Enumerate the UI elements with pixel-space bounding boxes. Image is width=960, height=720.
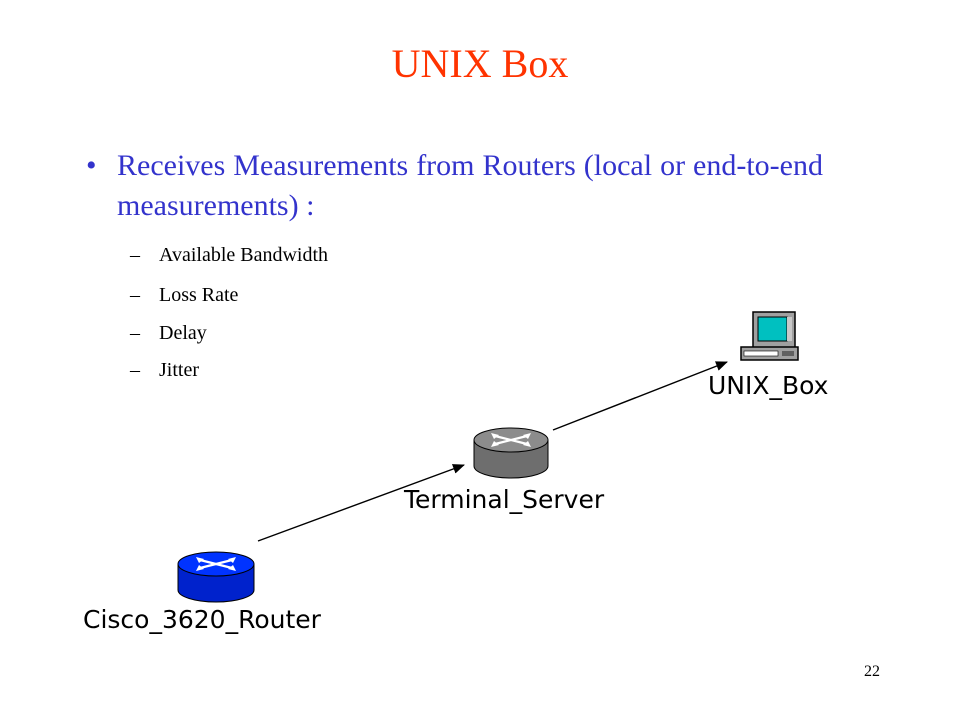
sub-item-loss-rate: –Loss Rate bbox=[130, 283, 238, 307]
node-label-cisco-router: Cisco_3620_Router bbox=[83, 605, 321, 634]
computer-icon bbox=[740, 311, 799, 361]
sub-item-label: Loss Rate bbox=[159, 284, 239, 306]
sub-item-dash: – bbox=[130, 244, 140, 266]
sub-item-label: Delay bbox=[159, 322, 207, 344]
sub-item-available-bandwidth: –Available Bandwidth bbox=[130, 243, 328, 267]
bullet-dot-icon: • bbox=[86, 149, 97, 182]
slide-title: UNIX Box bbox=[391, 41, 569, 86]
sub-item-dash: – bbox=[130, 284, 140, 306]
router-icon bbox=[177, 551, 255, 603]
sub-item-label: Jitter bbox=[159, 359, 199, 381]
node-label-terminal-server: Terminal_Server bbox=[404, 485, 605, 514]
sub-item-label: Available Bandwidth bbox=[159, 244, 329, 266]
sub-item-dash: – bbox=[130, 322, 140, 344]
sub-item-jitter: –Jitter bbox=[130, 358, 199, 382]
node-label-unix-box: UNIX_Box bbox=[708, 371, 829, 400]
sub-item-delay: –Delay bbox=[130, 321, 207, 345]
sub-item-dash: – bbox=[130, 359, 140, 381]
page-number: 22 bbox=[864, 663, 880, 680]
edge-cisco-to-terminal bbox=[257, 464, 465, 542]
bullet-text: Receives Measurements from Routers (loca… bbox=[117, 149, 823, 222]
router-icon bbox=[473, 427, 549, 479]
edge-terminal-to-unix bbox=[552, 361, 728, 431]
